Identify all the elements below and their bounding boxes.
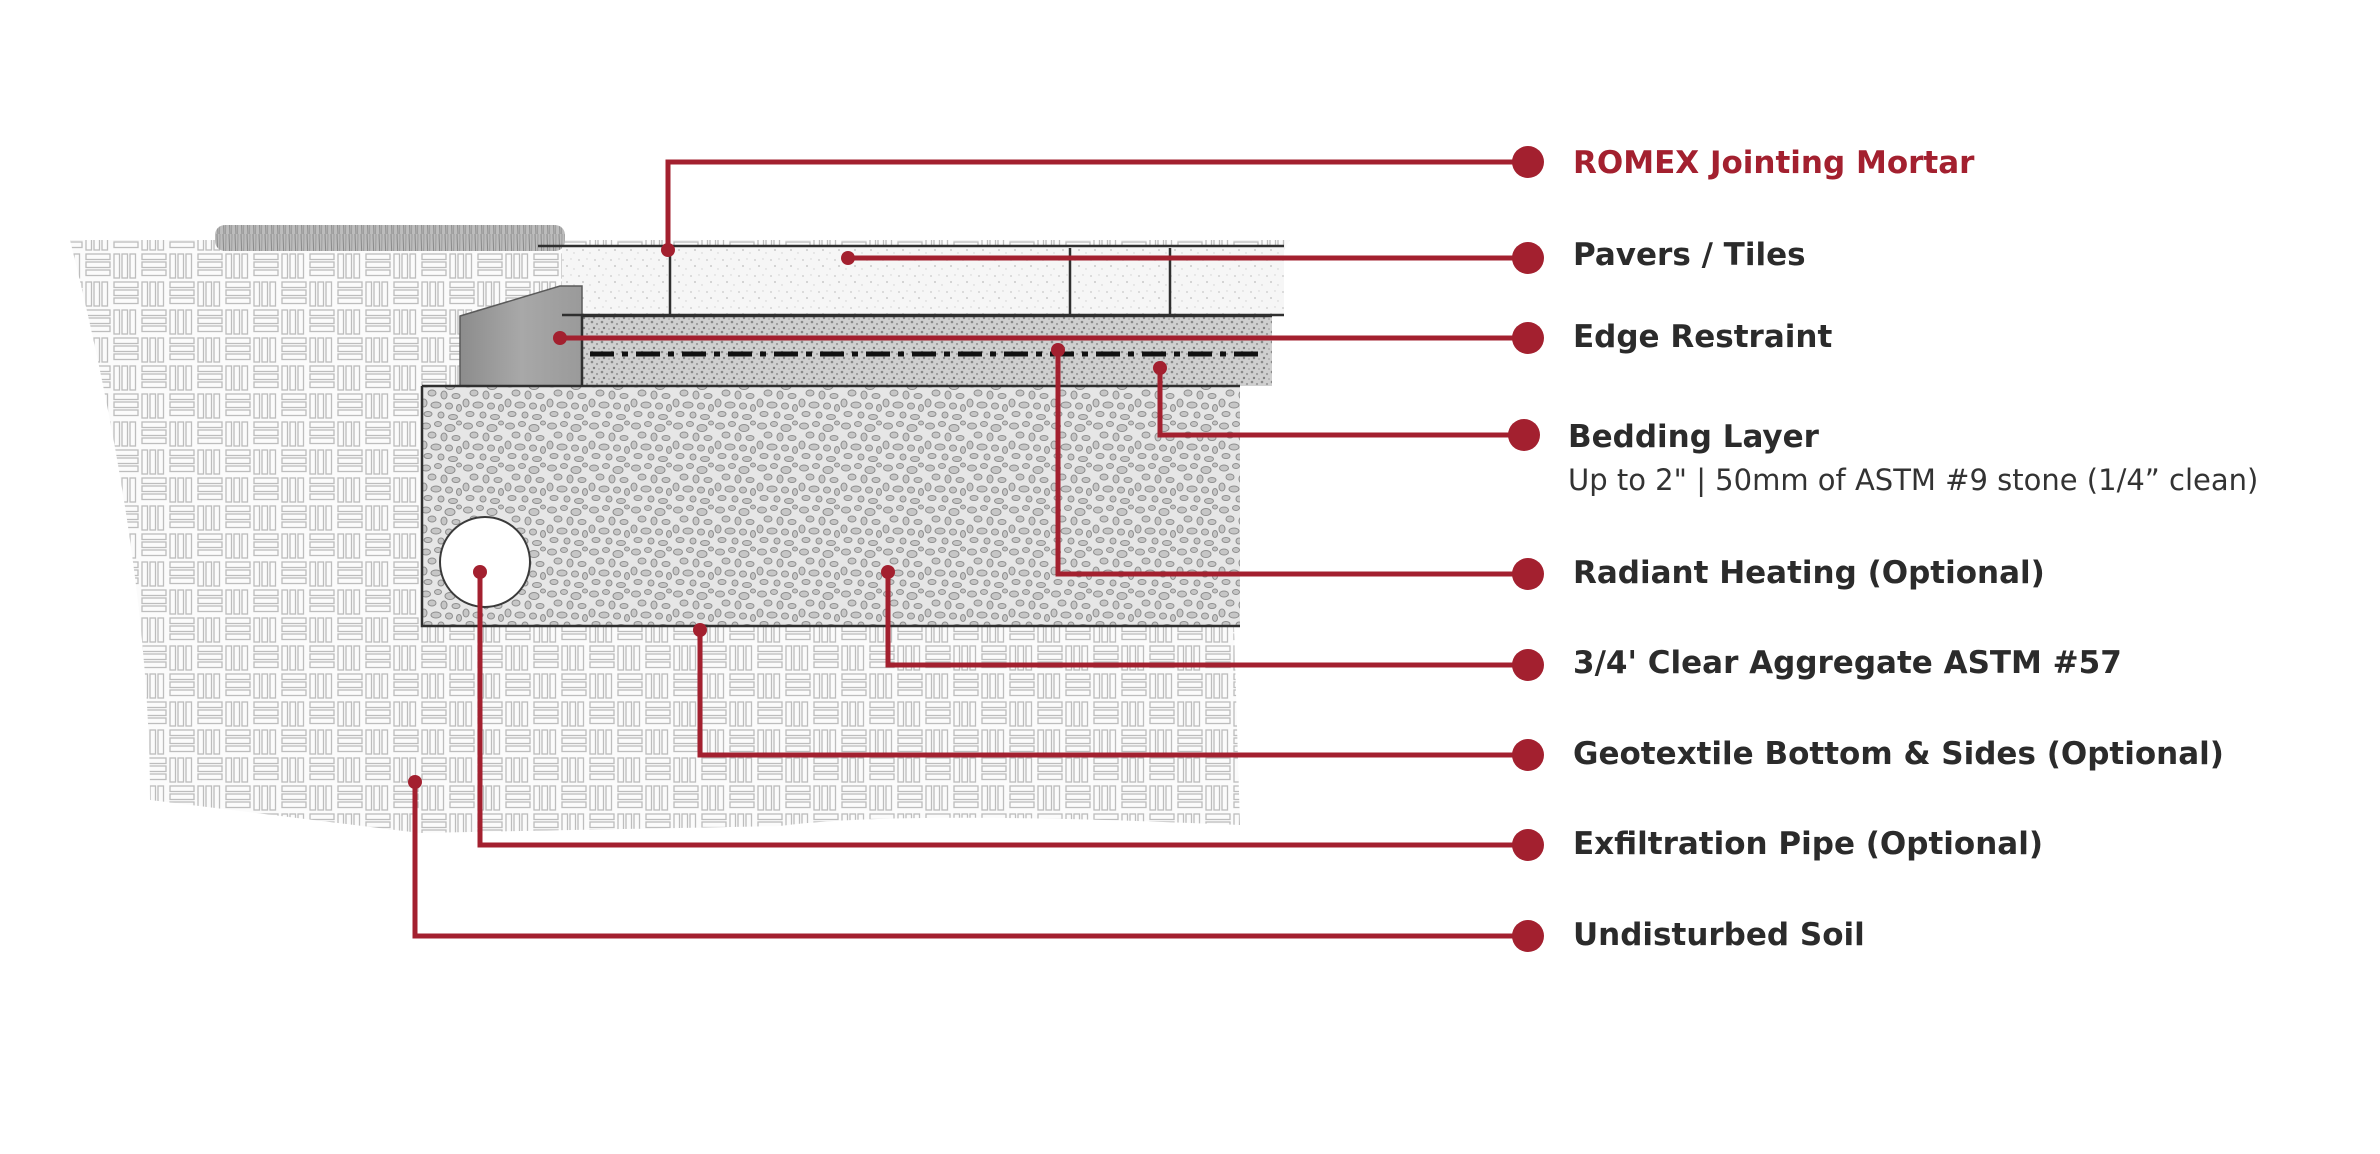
bedding-layer-region	[582, 316, 1272, 386]
leader-lines	[412, 159, 1528, 939]
leader-geotextile	[697, 630, 1528, 758]
label-romex-jointing-mortar: ROMEX Jointing Mortar	[1573, 145, 1975, 181]
sublabel-bedding-layer: Up to 2" | 50mm of ASTM #9 stone (1/4” c…	[1568, 463, 2259, 497]
exfiltration-pipe-circle	[439, 516, 531, 608]
aggregate-region	[422, 386, 1240, 626]
leader-exfiltration	[477, 572, 1528, 848]
dot-edge-restraint	[1512, 322, 1544, 354]
leader-terminal-dots	[1508, 146, 1544, 952]
label-edge-restraint: Edge Restraint	[1573, 319, 1833, 355]
label-bedding-layer: Bedding Layer	[1568, 419, 1819, 455]
label-geotextile: Geotextile Bottom & Sides (Optional)	[1573, 736, 2224, 772]
leader-aggregate	[885, 572, 1528, 668]
leader-radiant	[1055, 350, 1528, 577]
leader-soil	[412, 782, 1528, 939]
dot-exfiltration	[1512, 829, 1544, 861]
label-undisturbed-soil: Undisturbed Soil	[1573, 917, 1865, 953]
dot-bedding	[1508, 419, 1540, 451]
dot-soil	[1512, 920, 1544, 952]
leader-bedding	[1157, 368, 1524, 438]
grass-strip	[215, 225, 565, 251]
dot-pavers	[1512, 242, 1544, 274]
dot-romex	[1512, 146, 1544, 178]
label-exfiltration-pipe: Exfiltration Pipe (Optional)	[1573, 826, 2043, 862]
leader-origin-dots	[408, 243, 1167, 789]
dot-geotextile	[1512, 739, 1544, 771]
dot-aggregate	[1512, 649, 1544, 681]
label-radiant-heating: Radiant Heating (Optional)	[1573, 555, 2045, 591]
dot-radiant	[1512, 558, 1544, 590]
label-pavers-tiles: Pavers / Tiles	[1573, 237, 1806, 273]
label-clear-aggregate: 3/4' Clear Aggregate ASTM #57	[1573, 645, 2122, 681]
leader-romex	[665, 159, 1528, 250]
